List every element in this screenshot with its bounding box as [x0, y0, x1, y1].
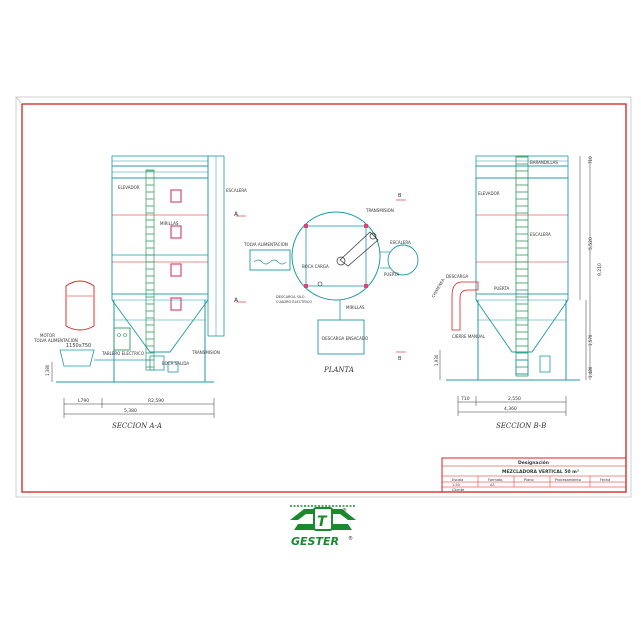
- plan-discharge-box: [317, 319, 365, 355]
- plan-view: B B TRANSMISION TOLVA ALIMENTACION BOCA …: [236, 193, 419, 374]
- label-transmision-a: TRANSMISION: [191, 350, 220, 355]
- dim-mid-height-b: 5,520: [588, 237, 594, 250]
- plan-inner-square: [305, 225, 367, 287]
- border-tick: [15, 96, 23, 105]
- label-escalera-a: ESCALERA: [226, 188, 247, 193]
- elevator-column: [145, 169, 155, 371]
- plan-silo-circle: [291, 211, 381, 301]
- svg-text:A: A: [234, 211, 239, 218]
- title-block-col: Formato: [488, 478, 502, 482]
- feed-hopper: [59, 349, 95, 367]
- label-descarga-silo-plan: DESCARGA SILO: [276, 295, 305, 299]
- title-block-col: Escala: [452, 478, 463, 482]
- label-boca-salida-a: BOCA SALIDA: [162, 361, 189, 366]
- dim-total-a: 5,380: [124, 408, 137, 414]
- svg-text:®: ®: [342, 507, 347, 514]
- dim-left-base-b: 1,930: [434, 354, 439, 366]
- logo-emblem: [290, 509, 356, 520]
- dim-base-height-b: 1,480: [588, 366, 593, 378]
- label-mirillas-a: MIRILLAS: [160, 221, 179, 226]
- logo-word: GESTER: [291, 535, 339, 548]
- label-descarga-ensacado-plan: DESCARGA ENSACADO: [322, 336, 368, 341]
- title-block-col: Procesamiento: [555, 478, 581, 482]
- label-barandillas-b: BARANDILLAS: [530, 160, 558, 165]
- label-mirillas-plan: MIRILLAS: [346, 305, 365, 310]
- title-block-val: 1:50: [452, 483, 460, 487]
- section-a-title: SECCION A-A: [112, 422, 162, 430]
- label-boca-carga-plan: BOCA CARGA: [302, 264, 329, 269]
- section-b-view: BARANDILLAS ELEVADOR ESCALERA DESCARGA P…: [431, 155, 603, 430]
- label-puerta-plan: PUERTA: [384, 272, 399, 277]
- dim-d1-a: L790: [78, 398, 89, 404]
- silo-body: [111, 177, 209, 295]
- electrical-panel: [113, 327, 131, 351]
- dim-total-height-b: 9,210: [597, 263, 603, 276]
- label-cuadro-plan: CUADRO ELECTRICO: [276, 300, 312, 304]
- svg-text:T: T: [317, 514, 328, 530]
- ladder-b: [515, 155, 529, 377]
- title-block-header: Designación: [518, 459, 549, 466]
- title-block-col: Plano: [524, 478, 534, 482]
- title-block-col: Fecha: [600, 478, 610, 482]
- label-tolva-plan: TOLVA ALIMENTACION: [243, 242, 288, 247]
- window-mark: [170, 225, 182, 239]
- label-cierre-manual-b: CIERRE MANUAL: [452, 334, 486, 339]
- label-transmision-plan: TRANSMISION: [365, 208, 394, 213]
- window-mark: [170, 297, 182, 311]
- plan-feed-hopper: [249, 249, 291, 271]
- svg-text:A: A: [234, 297, 239, 304]
- silo-cone: [111, 294, 209, 353]
- dim-d1-b: 710: [461, 396, 470, 402]
- dim-cone-height-b: 1,570: [588, 334, 593, 346]
- title-block-val: A3: [490, 483, 495, 487]
- plan-side-unit: [387, 244, 419, 276]
- section-b-title: SECCION B-B: [496, 422, 546, 430]
- label-chimenea-b: CHIMENEA: [431, 277, 446, 298]
- discharge-mouth: [167, 361, 179, 373]
- title-block: Designación MEZCLADORA VERTICAL 50 m³ Es…: [441, 457, 627, 493]
- label-tablero-a: TABLERO ELECTRICO: [101, 351, 144, 356]
- plan-title: PLANTA: [323, 366, 354, 374]
- window-mark: [170, 189, 182, 203]
- title-block-title: MEZCLADORA VERTICAL 50 m³: [502, 469, 579, 475]
- plan-transmission: [339, 231, 379, 267]
- logo-registered-mark: ®: [348, 535, 353, 542]
- label-elevador-b: ELEVADOR: [478, 191, 500, 196]
- window-mark: [170, 263, 182, 277]
- dim-tolva-size: 1150x750: [66, 343, 91, 349]
- outer-frame: [15, 96, 632, 498]
- label-tolva-a: TOLVA ALIMENTACION: [33, 338, 78, 343]
- silo-cone-b: [475, 294, 569, 353]
- section-mark-b-top: B: [398, 193, 402, 199]
- label-escalera-b: ESCALERA: [530, 232, 551, 237]
- dim-d2-b: 2,550: [508, 396, 521, 402]
- dim-top-b: 710: [588, 156, 593, 164]
- drawing-border: [21, 103, 627, 493]
- label-descarga-b: DESCARGA: [446, 274, 469, 279]
- section-a-view: A A ELEVADOR MIRILLAS ESCALERA TOLVA ALI…: [33, 155, 247, 430]
- section-mark-b-bottom: B: [398, 356, 402, 362]
- gester-logo: T GESTER ® ®: [290, 505, 356, 548]
- dim-height-a: 1,380: [45, 364, 50, 376]
- title-block-cliente: Cliente: [452, 488, 464, 492]
- dim-d2-a: R2,590: [148, 398, 164, 404]
- label-puerta-b: PUERTA: [494, 286, 509, 291]
- label-elevador-a: ELEVADOR: [118, 185, 140, 190]
- feed-tank: [65, 280, 95, 331]
- label-motor-a: MOTOR: [40, 333, 55, 338]
- dim-total-b: 4,360: [504, 406, 517, 412]
- discharge-chute-b: [451, 281, 479, 331]
- label-escalera-plan: ESCALERA: [390, 240, 411, 245]
